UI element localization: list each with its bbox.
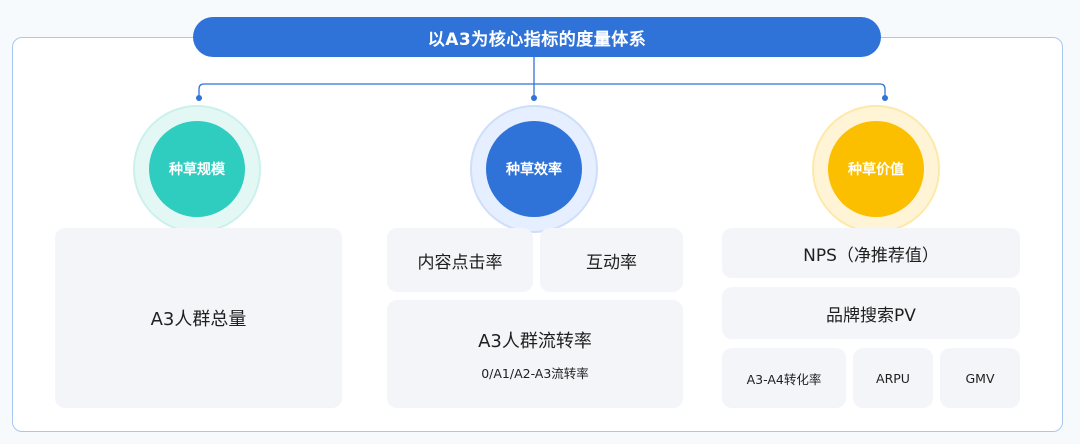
value-halo: 种草价值 bbox=[812, 105, 940, 233]
scale-halo: 种草规模 bbox=[133, 105, 261, 233]
a3-total-card: A3人群总量 bbox=[55, 228, 342, 408]
gmv-card: GMV bbox=[940, 348, 1020, 408]
flow-rate-label: A3人群流转率 bbox=[478, 330, 592, 352]
interaction-rate-card: 互动率 bbox=[540, 228, 683, 292]
click-rate-card: 内容点击率 bbox=[387, 228, 533, 292]
flow-rate-card: A3人群流转率 0/A1/A2-A3流转率 bbox=[387, 300, 683, 408]
efficiency-circle: 种草效率 bbox=[486, 121, 582, 217]
value-circle: 种草价值 bbox=[828, 121, 924, 217]
diagram-title: 以A3为核心指标的度量体系 bbox=[193, 17, 881, 57]
a3-a4-card: A3-A4转化率 bbox=[722, 348, 846, 408]
brand-search-card: 品牌搜索PV bbox=[722, 287, 1020, 339]
nps-card: NPS（净推荐值） bbox=[722, 228, 1020, 278]
flow-rate-sub: 0/A1/A2-A3流转率 bbox=[481, 365, 589, 381]
arpu-card: ARPU bbox=[853, 348, 933, 408]
scale-circle: 种草规模 bbox=[149, 121, 245, 217]
efficiency-halo: 种草效率 bbox=[470, 105, 598, 233]
